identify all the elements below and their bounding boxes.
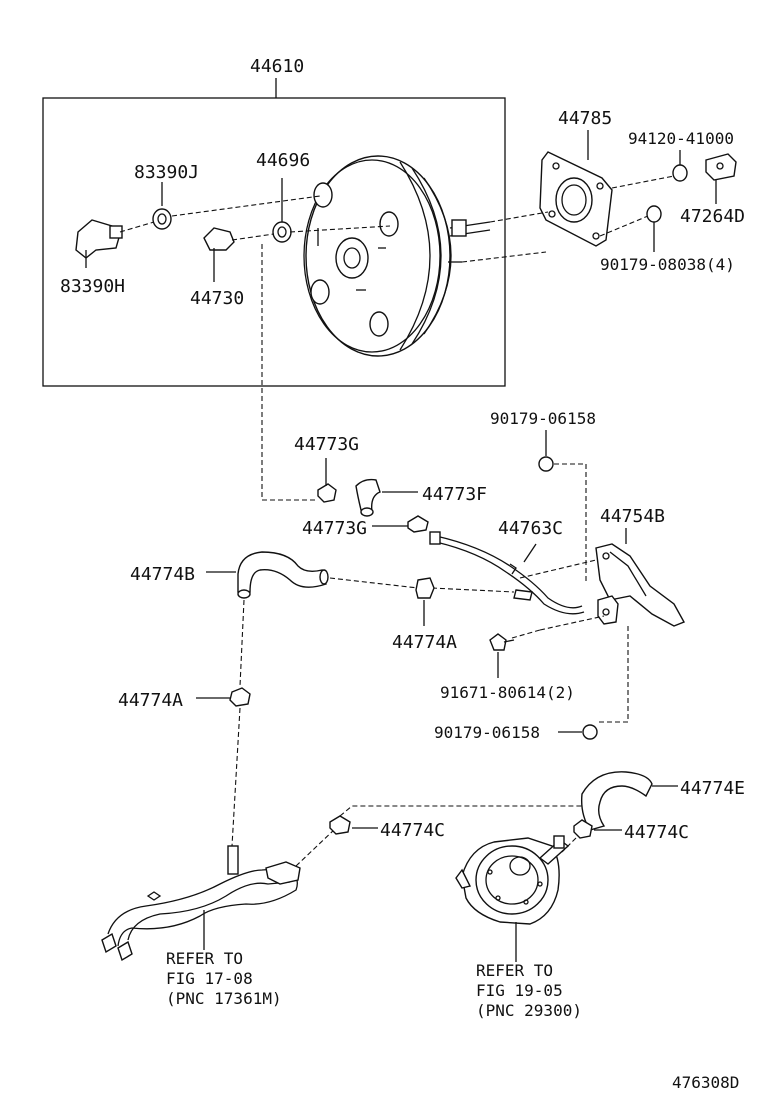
hose-44773F bbox=[355, 478, 418, 517]
clamp-44774C-right bbox=[573, 819, 622, 839]
gasket-44785 bbox=[539, 130, 613, 247]
label-44774B: 44774B bbox=[130, 564, 195, 585]
nut-90179-06158-top bbox=[538, 430, 554, 472]
clamp-44773G-bottom bbox=[372, 515, 429, 533]
label-44773F: 44773F bbox=[422, 484, 487, 505]
figure-id: 476308D bbox=[672, 1073, 739, 1092]
label-44774C-mid: 44774C bbox=[380, 820, 445, 841]
nut-94120-41000 bbox=[672, 150, 688, 182]
grommet-44696 bbox=[272, 178, 292, 243]
clevis-47264D bbox=[705, 153, 737, 204]
assembly-box-44610 bbox=[42, 97, 506, 387]
clamp-44773G-top bbox=[317, 458, 337, 503]
vacuum-pipe-assembly-left bbox=[101, 845, 301, 962]
refer-right-line1: REFER TO bbox=[476, 961, 553, 980]
clamp-44774A-left bbox=[196, 687, 251, 707]
label-44773G-bottom: 44773G bbox=[302, 518, 367, 539]
label-83390J: 83390J bbox=[134, 162, 199, 183]
label-44773G-top: 44773G bbox=[294, 434, 359, 455]
clamp-44774A-mid bbox=[415, 577, 435, 626]
label-44774A-mid: 44774A bbox=[392, 632, 457, 653]
refer-left-line1: REFER TO bbox=[166, 949, 243, 968]
label-91671-80614: 91671-80614(2) bbox=[440, 683, 575, 702]
clamp-44774C-mid bbox=[329, 815, 378, 835]
hose-44774B bbox=[206, 551, 329, 599]
label-44774A-left: 44774A bbox=[118, 690, 183, 711]
label-90179-06158-bottom: 90179-06158 bbox=[434, 723, 540, 742]
refer-right-line3: (PNC 29300) bbox=[476, 1001, 582, 1020]
nut-90179-06158-bottom bbox=[558, 724, 598, 740]
refer-left-line2: FIG 17-08 bbox=[166, 969, 253, 988]
hose-44774E bbox=[580, 771, 678, 831]
brake-booster bbox=[303, 155, 491, 357]
bracket-44754B bbox=[595, 528, 685, 627]
label-44763C: 44763C bbox=[498, 518, 563, 539]
label-83390H: 83390H bbox=[60, 276, 125, 297]
label-44774C-right: 44774C bbox=[624, 822, 689, 843]
label-44610: 44610 bbox=[250, 56, 304, 77]
label-90179-06158-top: 90179-06158 bbox=[490, 409, 596, 428]
label-47264D: 47264D bbox=[680, 206, 745, 227]
label-44785: 44785 bbox=[558, 108, 612, 129]
bolt-91671-80614 bbox=[489, 633, 515, 678]
refer-left-line3: (PNC 17361M) bbox=[166, 989, 282, 1008]
nut-90179-08038 bbox=[646, 205, 662, 252]
refer-right-line2: FIG 19-05 bbox=[476, 981, 563, 1000]
label-44730: 44730 bbox=[190, 288, 244, 309]
vacuum-pump-right bbox=[455, 835, 570, 962]
label-44754B: 44754B bbox=[600, 506, 665, 527]
label-44696: 44696 bbox=[256, 150, 310, 171]
label-90179-08038: 90179-08038(4) bbox=[600, 255, 735, 274]
pipe-44763C bbox=[429, 531, 585, 615]
label-94120-41000: 94120-41000 bbox=[628, 129, 734, 148]
valve-44730 bbox=[203, 227, 235, 282]
label-44774E: 44774E bbox=[680, 778, 745, 799]
check-valve-83390H bbox=[75, 219, 123, 268]
grommet-83390J bbox=[152, 182, 172, 230]
